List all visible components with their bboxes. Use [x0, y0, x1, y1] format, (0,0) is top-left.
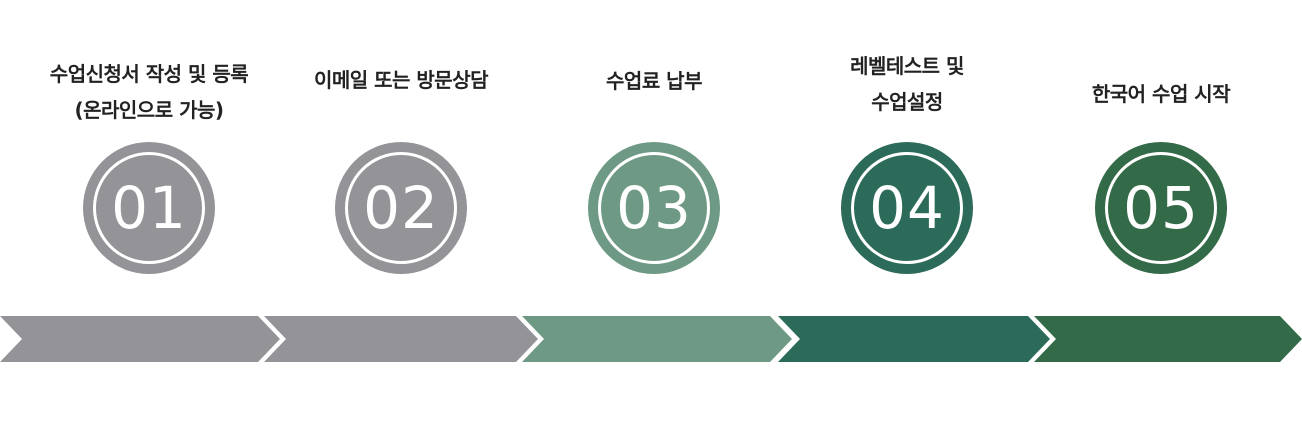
step-1-label: 수업신청서 작성 및 등록 (온라인으로 가능)	[29, 56, 269, 128]
step-3-number: 03	[616, 174, 692, 242]
step-2-label: 이메일 또는 방문상담	[281, 62, 521, 98]
chevron-segment-1	[0, 316, 280, 362]
step-5-number: 05	[1123, 174, 1199, 242]
step-2-number: 02	[363, 174, 439, 242]
chevron-segment-4	[778, 316, 1050, 362]
step-1-circle-ring: 01	[93, 152, 205, 264]
step-2-label-line-1: 이메일 또는 방문상담	[313, 68, 489, 92]
step-4-circle-ring: 04	[851, 152, 963, 264]
step-4-label-line-1: 레벨테스트 및	[850, 54, 964, 78]
step-4-label: 레벨테스트 및 수업설정	[787, 48, 1027, 120]
step-4-label-line-2: 수업설정	[871, 90, 943, 114]
step-2-circle-ring: 02	[345, 152, 457, 264]
step-5-label-line-1: 한국어 수업 시작	[1091, 82, 1231, 106]
step-3-label-line-1: 수업료 납부	[606, 69, 702, 93]
chevron-segment-2	[264, 316, 538, 362]
step-4-number: 04	[869, 174, 945, 242]
step-1-label-line-1: 수업신청서 작성 및 등록	[49, 62, 249, 86]
step-5: 한국어 수업 시작 05	[1041, 0, 1281, 300]
chevron-segment-3	[522, 316, 792, 362]
step-5-circle-ring: 05	[1105, 152, 1217, 264]
chevron-arrow-bar	[0, 316, 1302, 362]
step-4-circle: 04	[841, 142, 973, 274]
step-3-circle: 03	[588, 142, 720, 274]
step-5-label: 한국어 수업 시작	[1041, 76, 1281, 112]
step-1: 수업신청서 작성 및 등록 (온라인으로 가능) 01	[29, 0, 269, 300]
step-3: 수업료 납부 03	[534, 0, 774, 300]
step-1-circle: 01	[83, 142, 215, 274]
chevron-segment-5	[1034, 316, 1302, 362]
step-1-number: 01	[111, 174, 187, 242]
step-3-label: 수업료 납부	[534, 63, 774, 99]
step-2-circle: 02	[335, 142, 467, 274]
step-2: 이메일 또는 방문상담 02	[281, 0, 521, 300]
step-5-circle: 05	[1095, 142, 1227, 274]
step-4: 레벨테스트 및 수업설정 04	[787, 0, 1027, 300]
step-3-circle-ring: 03	[598, 152, 710, 264]
step-1-label-line-2: (온라인으로 가능)	[74, 98, 224, 122]
